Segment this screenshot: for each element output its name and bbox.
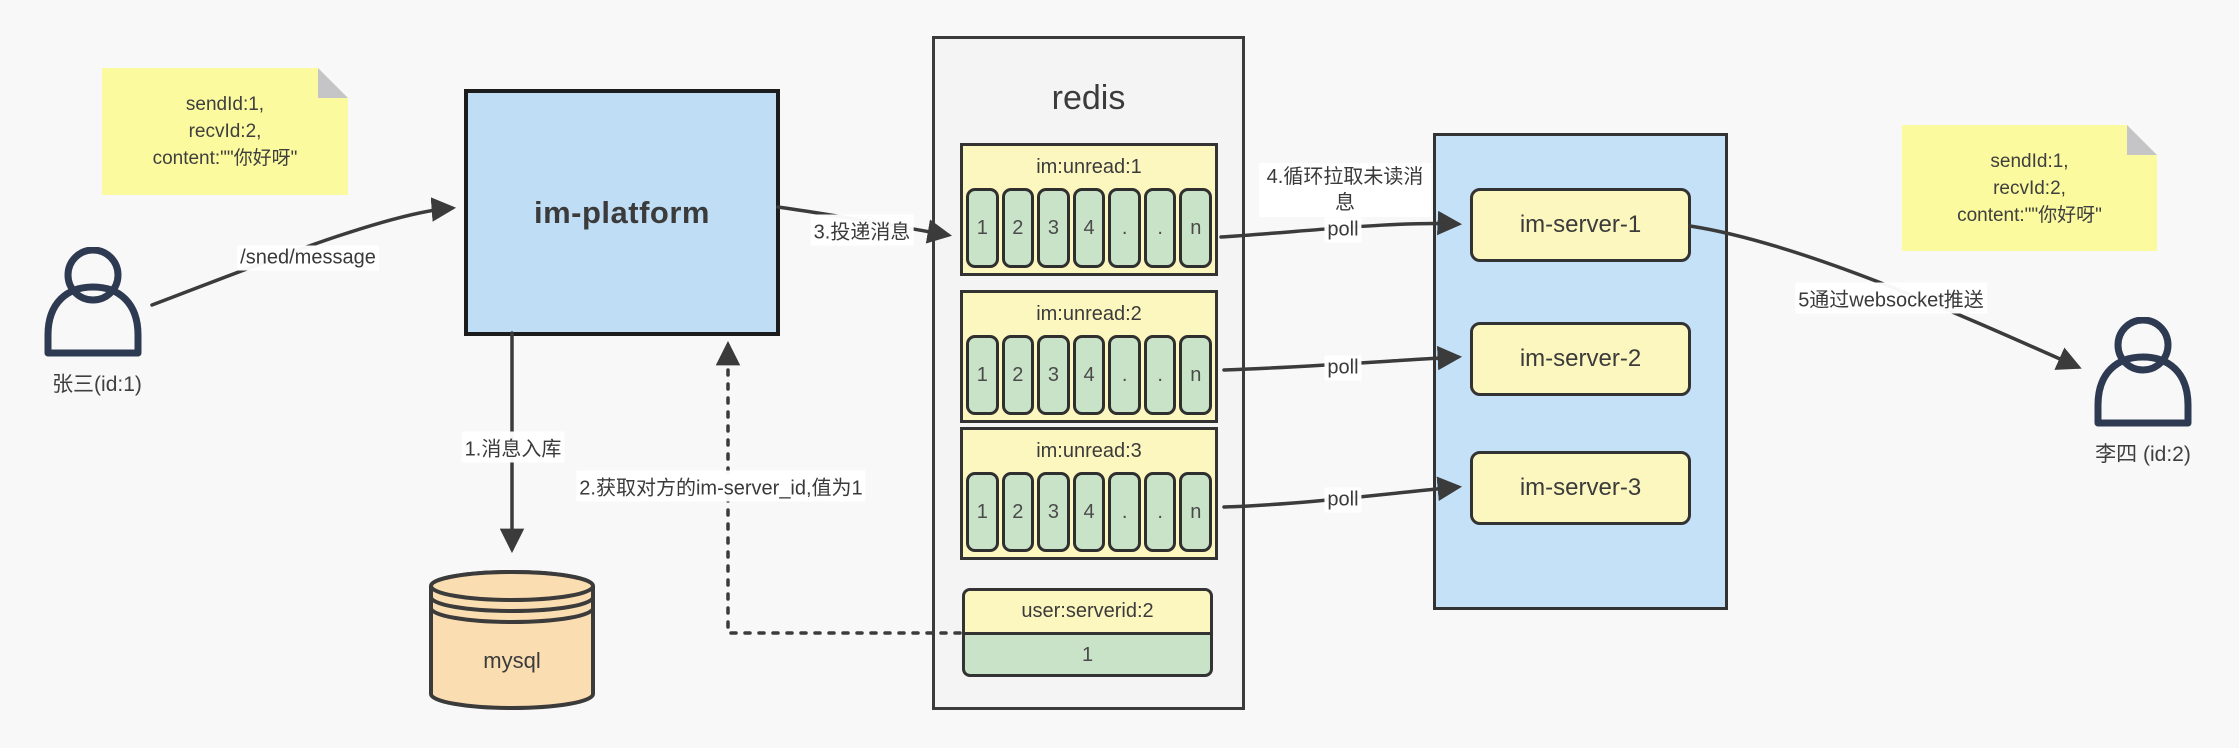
list-cell: 2 <box>1001 472 1035 552</box>
note-line: sendId:1, <box>1990 150 2069 172</box>
list-cell: . <box>1108 472 1141 552</box>
redis-list-header: im:unread:1 <box>1036 156 1142 178</box>
list-cell: . <box>1143 335 1177 415</box>
list-cell: 4 <box>1072 472 1106 552</box>
edge-label-step1: 1.消息入库 <box>461 431 565 463</box>
redis-list-header: im:unread:2 <box>1036 303 1142 325</box>
note-line: recvId:2, <box>1993 177 2066 199</box>
edge-label-step2: 2.获取对方的im-server_id,值为1 <box>576 470 866 502</box>
list-cell: 2 <box>1001 188 1035 268</box>
note-line: sendId:1, <box>185 94 265 115</box>
redis-list-unread-1: im:unread:1 1 2 3 4 . . n <box>960 143 1218 276</box>
edge-label-poll-3: poll <box>1324 487 1362 513</box>
message-payload-note-right: sendId:1, recvId:2, content:""你好呀" <box>1902 125 2157 251</box>
edge-label-step3: 3.投递消息 <box>810 214 914 246</box>
list-cell: 1 <box>966 188 999 268</box>
note-line: recvId:2, <box>188 121 262 142</box>
redis-kv-user-serverid: user:serverid:2 1 <box>962 588 1213 677</box>
im-platform-box: im-platform <box>464 89 780 336</box>
edge-label-poll-1: poll <box>1324 217 1362 243</box>
note-fold-corner-icon <box>2127 125 2157 155</box>
redis-list-cells: 1 2 3 4 . . n <box>963 472 1215 556</box>
redis-list-cells: 1 2 3 4 . . n <box>963 188 1215 272</box>
list-cell: 1 <box>966 472 999 552</box>
list-cell: 3 <box>1037 188 1070 268</box>
mysql-label: mysql <box>483 648 541 673</box>
im-server-label: im-server-1 <box>1519 211 1642 238</box>
kv-value: 1 <box>1081 644 1094 666</box>
list-cell: . <box>1108 335 1141 415</box>
receiver-user-icon <box>2090 317 2196 427</box>
edge-label-step4: 4.循环拉取未读消息 <box>1259 163 1431 217</box>
im-platform-label: im-platform <box>534 194 710 230</box>
list-cell: 3 <box>1037 472 1070 552</box>
redis-list-cells: 1 2 3 4 . . n <box>963 335 1215 419</box>
note-line: content:""你好呀" <box>152 148 298 169</box>
list-cell: 4 <box>1072 188 1106 268</box>
list-cell: n <box>1179 335 1213 415</box>
note-line: content:""你好呀" <box>1957 204 2102 226</box>
sender-user-icon <box>40 247 146 357</box>
im-server-label: im-server-2 <box>1519 345 1642 372</box>
im-server-1-box: im-server-1 <box>1470 188 1691 262</box>
sender-label: 张三(id:1) <box>52 373 142 396</box>
list-cell: 1 <box>966 335 999 415</box>
redis-list-unread-2: im:unread:2 1 2 3 4 . . n <box>960 290 1218 423</box>
receiver-label: 李四 (id:2) <box>2095 443 2191 466</box>
list-cell: 2 <box>1001 335 1035 415</box>
edge-label-step5: 5通过websocket推送 <box>1795 282 1987 314</box>
list-cell: n <box>1179 188 1213 268</box>
redis-title: redis <box>1051 79 1126 117</box>
im-server-2-box: im-server-2 <box>1470 322 1691 396</box>
redis-list-header: im:unread:3 <box>1036 440 1142 462</box>
edge-label-poll-2: poll <box>1324 355 1362 381</box>
list-cell: . <box>1143 472 1177 552</box>
list-cell: 3 <box>1037 335 1070 415</box>
im-server-label: im-server-3 <box>1519 474 1642 501</box>
im-server-3-box: im-server-3 <box>1470 451 1691 525</box>
list-cell: . <box>1143 188 1177 268</box>
message-payload-note-left: sendId:1, recvId:2, content:""你好呀" <box>102 68 348 195</box>
redis-list-unread-3: im:unread:3 1 2 3 4 . . n <box>960 427 1218 560</box>
list-cell: . <box>1108 188 1141 268</box>
note-fold-corner-icon <box>318 68 348 98</box>
edge-label-send-api: /sned/message <box>237 245 379 271</box>
kv-key: user:serverid:2 <box>965 591 1210 635</box>
mysql-database-icon: mysql <box>427 560 597 712</box>
list-cell: 4 <box>1072 335 1106 415</box>
list-cell: n <box>1179 472 1213 552</box>
